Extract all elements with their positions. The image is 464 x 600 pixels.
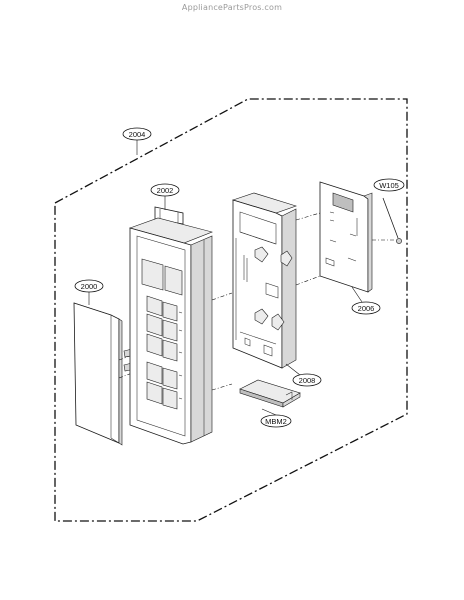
callout-label: MBM2 bbox=[265, 417, 287, 426]
callout-label: 2008 bbox=[299, 376, 316, 385]
assembly-line bbox=[295, 275, 321, 286]
part-MBM2-membrane bbox=[239, 379, 301, 408]
callout-2004: 2004 bbox=[122, 127, 152, 155]
assembly-line bbox=[211, 383, 233, 391]
part-2008-holder bbox=[232, 192, 297, 369]
callout-label: 2000 bbox=[81, 282, 98, 291]
callout-W105: W105 bbox=[373, 178, 405, 192]
watermark-text: AppliancePartsPros.com bbox=[181, 3, 283, 12]
assembly-boundary bbox=[54, 98, 408, 522]
callout-label: 2004 bbox=[129, 130, 146, 139]
part-2006-pcb bbox=[319, 181, 373, 293]
part-W105-screw bbox=[372, 197, 402, 244]
assembly-line bbox=[211, 292, 233, 301]
callout-MBM2: MBM2 bbox=[260, 408, 292, 428]
callout-label: 2006 bbox=[358, 304, 375, 313]
callout-label: W105 bbox=[379, 181, 399, 190]
callout-2006: 2006 bbox=[351, 286, 381, 315]
callout-2000: 2000 bbox=[74, 279, 104, 305]
part-2002-front-frame bbox=[129, 206, 213, 445]
callout-2008: 2008 bbox=[285, 363, 322, 387]
part-2000-cover-panel bbox=[73, 302, 123, 446]
callout-2002: 2002 bbox=[150, 183, 180, 210]
callout-label: 2002 bbox=[157, 186, 174, 195]
assembly-line bbox=[295, 212, 321, 221]
